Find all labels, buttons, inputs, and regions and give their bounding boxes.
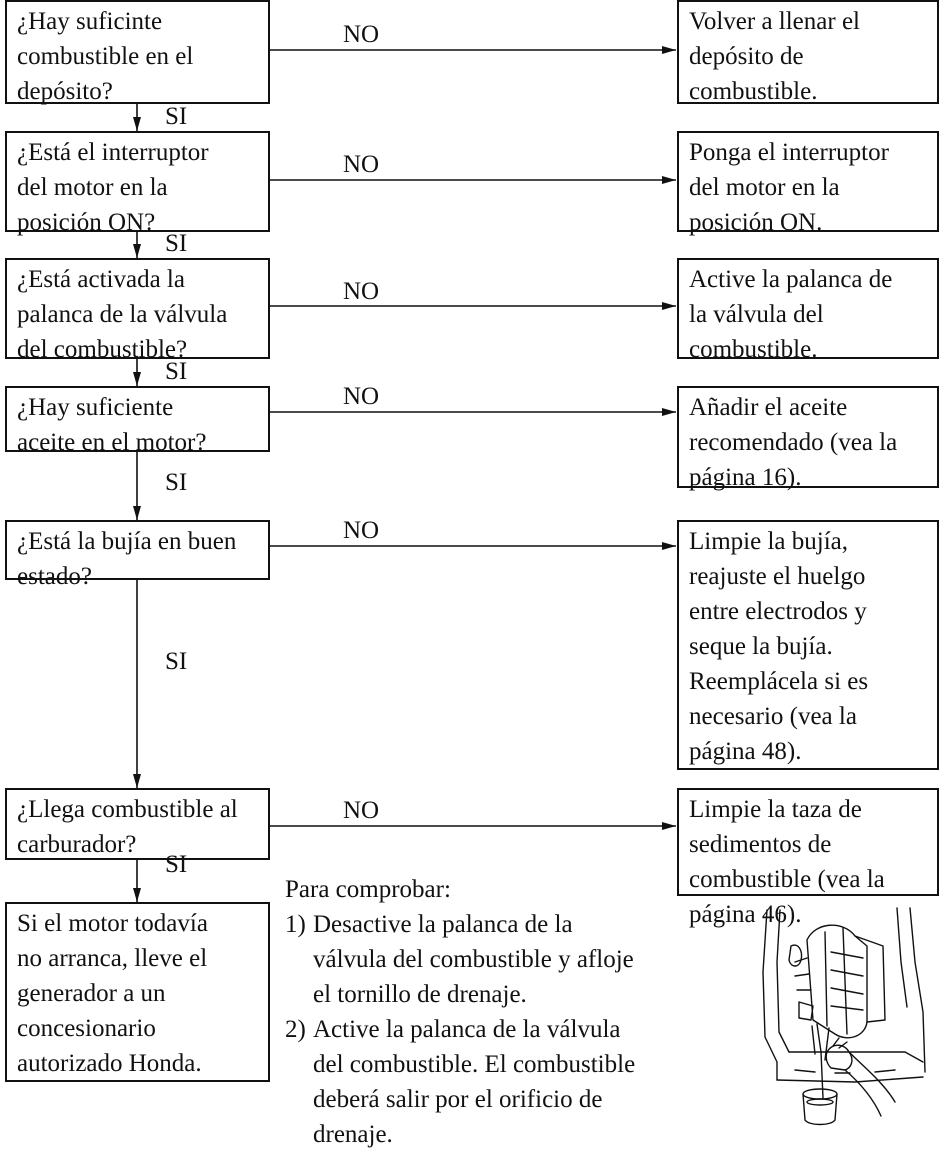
question-box-3: ¿Está activada la palanca de la válvula … — [5, 258, 270, 363]
no-label-1: NO — [343, 21, 380, 48]
question-line: ¿Hay suficinte — [17, 8, 163, 35]
action-line: la válvula del — [689, 301, 824, 328]
no-label-3: NO — [343, 278, 380, 305]
action-line: Añadir el aceite — [689, 394, 848, 421]
action-line: Reemplácela si es — [689, 668, 869, 695]
question-line: del motor en la — [17, 174, 168, 201]
question-line: combustible en el — [17, 43, 194, 70]
yes-label-2: SI — [165, 230, 188, 257]
action-line: depósito de — [689, 43, 804, 70]
step-line: del combustible. El combustible — [313, 1051, 636, 1078]
action-line: del motor en la — [689, 174, 840, 201]
action-box-6: Limpie la taza de sedimentos de combusti… — [677, 788, 939, 928]
step-number: 1) — [285, 911, 306, 938]
note-step-1: 1) Desactive la palanca de la válvula de… — [285, 907, 649, 1012]
step-number: 2) — [285, 1016, 306, 1043]
action-box-5: Limpie la bujía, reajuste el huelgo entr… — [677, 520, 939, 770]
step-line: Desactive la palanca de la — [313, 911, 573, 938]
action-box-1: Volver a llenar el depósito de combustib… — [677, 0, 939, 105]
action-line: combustible (vea la — [689, 866, 885, 893]
yes-label-4: SI — [165, 469, 188, 496]
action-box-2: Ponga el interruptor del motor en la pos… — [677, 131, 939, 236]
final-advice-box: Si el motor todavía no arranca, lleve el… — [5, 902, 270, 1082]
action-line: seque la bujía. — [689, 633, 833, 660]
no-label-5: NO — [343, 517, 380, 544]
check-procedure-note: Para comprobar: 1) Desactive la palanca … — [285, 872, 649, 1152]
question-box-6: ¿Llega combustible al carburador? — [5, 788, 270, 860]
question-line: palanca de la válvula — [17, 301, 228, 328]
action-line: página 46). — [689, 901, 802, 928]
question-line: ¿Está activada la — [17, 266, 185, 293]
action-line: Limpie la bujía, — [689, 528, 848, 555]
note-step-2: 2) Active la palanca de la válvula del c… — [285, 1012, 649, 1152]
action-line: Volver a llenar el — [689, 8, 860, 35]
step-line: válvula del combustible y afloje — [313, 946, 634, 973]
action-line: Ponga el interruptor — [689, 139, 889, 166]
action-line: entre electrodos y — [689, 598, 867, 625]
final-line: Si el motor todavía — [17, 910, 208, 937]
final-line: autorizado Honda. — [17, 1050, 202, 1077]
action-line: Active la palanca de — [689, 266, 893, 293]
no-label-6: NO — [343, 797, 380, 824]
action-line: combustible. — [689, 78, 818, 105]
no-label-4: NO — [343, 383, 380, 410]
yes-label-1: SI — [165, 103, 188, 130]
action-line: posición ON. — [689, 209, 823, 236]
question-box-2: ¿Está el interruptor del motor en la pos… — [5, 131, 270, 236]
step-line: drenaje. — [313, 1121, 393, 1148]
question-line: ¿Llega combustible al — [17, 796, 238, 823]
question-line: carburador? — [17, 831, 137, 858]
question-line: posición ON? — [17, 209, 156, 236]
action-line: Limpie la taza de — [689, 796, 862, 823]
question-box-1: ¿Hay suficinte combustible en el depósit… — [5, 0, 270, 105]
action-line: combustible. — [689, 336, 818, 363]
action-box-4: Añadir el aceite recomendado (vea la pág… — [677, 386, 939, 491]
no-label-2: NO — [343, 151, 380, 178]
question-line: del combustible? — [17, 336, 188, 363]
question-line: estado? — [17, 563, 92, 590]
action-line: página 16). — [689, 464, 802, 491]
yes-label-6: SI — [165, 851, 188, 878]
step-line: deberá salir por el orificio de — [313, 1086, 603, 1113]
yes-label-3: SI — [165, 358, 188, 385]
action-line: reajuste el huelgo — [689, 563, 866, 590]
final-line: concesionario — [17, 1015, 156, 1042]
action-line: sedimentos de — [689, 831, 832, 858]
question-box-4: ¿Hay suficiente aceite en el motor? — [5, 386, 270, 456]
action-box-3: Active la palanca de la válvula del comb… — [677, 258, 939, 363]
action-line: página 48). — [689, 738, 802, 765]
question-line: aceite en el motor? — [17, 429, 207, 456]
question-line: ¿Está el interruptor — [17, 139, 209, 166]
step-line: Active la palanca de la válvula — [313, 1016, 621, 1043]
action-line: necesario (vea la — [689, 703, 857, 730]
note-title: Para comprobar: — [285, 876, 451, 903]
step-line: el tornillo de drenaje. — [313, 981, 527, 1008]
fuel-drain-illustration — [762, 907, 926, 1126]
question-line: depósito? — [17, 78, 113, 105]
question-line: ¿Hay suficiente — [17, 394, 174, 421]
action-line: recomendado (vea la — [689, 429, 898, 456]
question-box-5: ¿Está la bujía en buen estado? — [5, 520, 270, 590]
final-line: generador a un — [17, 980, 166, 1007]
final-line: no arranca, lleve el — [17, 945, 208, 972]
yes-label-5: SI — [165, 648, 188, 675]
question-line: ¿Está la bujía en buen — [17, 528, 237, 555]
